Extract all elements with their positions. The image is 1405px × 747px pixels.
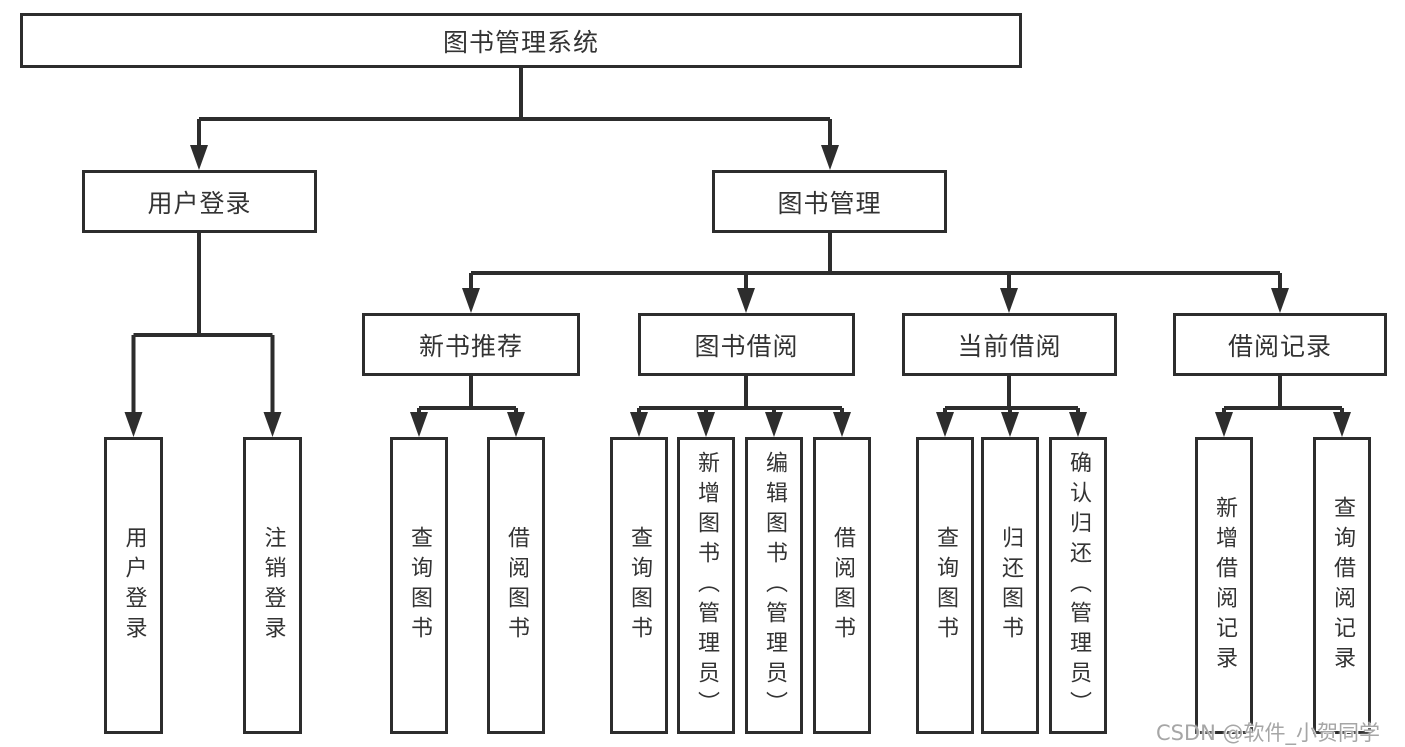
leaf-query-books-recommend-label: 查询图书 bbox=[407, 525, 432, 646]
leaf-add-books-admin: 新增图书（管理员） bbox=[677, 437, 735, 734]
leaf-logout: 注销登录 bbox=[243, 437, 302, 734]
arrowhead-icon bbox=[1001, 412, 1019, 437]
node-current-borrow: 当前借阅 bbox=[902, 313, 1117, 376]
leaf-query-books-borrow: 查询图书 bbox=[610, 437, 668, 734]
arrowhead-icon bbox=[1271, 288, 1289, 313]
leaf-edit-books-admin: 编辑图书（管理员） bbox=[745, 437, 803, 734]
node-new-book-recommend: 新书推荐 bbox=[362, 313, 580, 376]
leaf-borrow-books-recommend: 借阅图书 bbox=[487, 437, 545, 734]
leaf-return-books: 归还图书 bbox=[981, 437, 1039, 734]
node-current-borrow-label: 当前借阅 bbox=[957, 331, 1062, 361]
arrowhead-icon bbox=[630, 412, 648, 437]
node-new-book-recommend-label: 新书推荐 bbox=[418, 331, 523, 361]
arrowhead-icon bbox=[190, 145, 208, 170]
node-book-borrow: 图书借阅 bbox=[638, 313, 855, 376]
arrowhead-icon bbox=[821, 145, 839, 170]
leaf-query-books-recommend: 查询图书 bbox=[390, 437, 448, 734]
node-book-borrow-label: 图书借阅 bbox=[694, 331, 799, 361]
arrowhead-icon bbox=[697, 412, 715, 437]
leaf-borrow-books: 借阅图书 bbox=[813, 437, 871, 734]
node-borrow-records: 借阅记录 bbox=[1173, 313, 1387, 376]
node-book-management-label: 图书管理 bbox=[777, 188, 882, 218]
arrowhead-icon bbox=[1333, 412, 1351, 437]
arrowhead-icon bbox=[1000, 288, 1018, 313]
leaf-return-books-label: 归还图书 bbox=[998, 525, 1023, 646]
arrowhead-icon bbox=[737, 288, 755, 313]
connector-new-book-recommend-children bbox=[410, 376, 525, 437]
node-book-management: 图书管理 bbox=[712, 170, 947, 233]
arrowhead-icon bbox=[833, 412, 851, 437]
arrowhead-icon bbox=[1069, 412, 1087, 437]
leaf-edit-books-admin-label: 编辑图书（管理员） bbox=[762, 450, 787, 721]
connector-book-management-children bbox=[462, 233, 1289, 313]
node-borrow-records-label: 借阅记录 bbox=[1227, 331, 1332, 361]
leaf-query-borrow-record: 查询借阅记录 bbox=[1313, 437, 1371, 734]
arrowhead-icon bbox=[410, 412, 428, 437]
connector-current-borrow-children bbox=[936, 376, 1087, 437]
leaf-borrow-books-recommend-label: 借阅图书 bbox=[504, 525, 529, 646]
node-user-login-label: 用户登录 bbox=[147, 188, 252, 218]
leaf-confirm-return-admin: 确认归还（管理员） bbox=[1049, 437, 1107, 734]
arrowhead-icon bbox=[263, 412, 282, 437]
leaf-user-login: 用户登录 bbox=[104, 437, 163, 734]
leaf-add-borrow-record: 新增借阅记录 bbox=[1195, 437, 1253, 734]
arrowhead-icon bbox=[124, 412, 143, 437]
csdn-watermark: CSDN @软件_小贺同学 bbox=[1156, 721, 1381, 745]
connector-user-login-children bbox=[124, 233, 282, 437]
arrowhead-icon bbox=[936, 412, 954, 437]
leaf-add-books-admin-label: 新增图书（管理员） bbox=[694, 450, 719, 721]
connector-borrow-records-children bbox=[1215, 376, 1351, 437]
connector-book-borrow-children bbox=[630, 376, 851, 437]
leaf-user-login-label: 用户登录 bbox=[121, 525, 147, 646]
leaf-query-books-current: 查询图书 bbox=[916, 437, 974, 734]
leaf-logout-label: 注销登录 bbox=[260, 525, 286, 646]
arrowhead-icon bbox=[765, 412, 783, 437]
leaf-confirm-return-admin-label: 确认归还（管理员） bbox=[1066, 450, 1091, 721]
node-root: 图书管理系统 bbox=[20, 13, 1022, 68]
leaf-add-borrow-record-label: 新增借阅记录 bbox=[1212, 495, 1237, 676]
connector-root-to-level2 bbox=[190, 68, 839, 170]
arrowhead-icon bbox=[1215, 412, 1233, 437]
leaf-borrow-books-label: 借阅图书 bbox=[830, 525, 855, 646]
node-root-label: 图书管理系统 bbox=[442, 27, 599, 57]
node-user-login: 用户登录 bbox=[82, 170, 317, 233]
leaf-query-books-current-label: 查询图书 bbox=[933, 525, 958, 646]
arrowhead-icon bbox=[462, 288, 480, 313]
leaf-query-books-borrow-label: 查询图书 bbox=[627, 525, 652, 646]
arrowhead-icon bbox=[507, 412, 525, 437]
leaf-query-borrow-record-label: 查询借阅记录 bbox=[1330, 495, 1355, 676]
